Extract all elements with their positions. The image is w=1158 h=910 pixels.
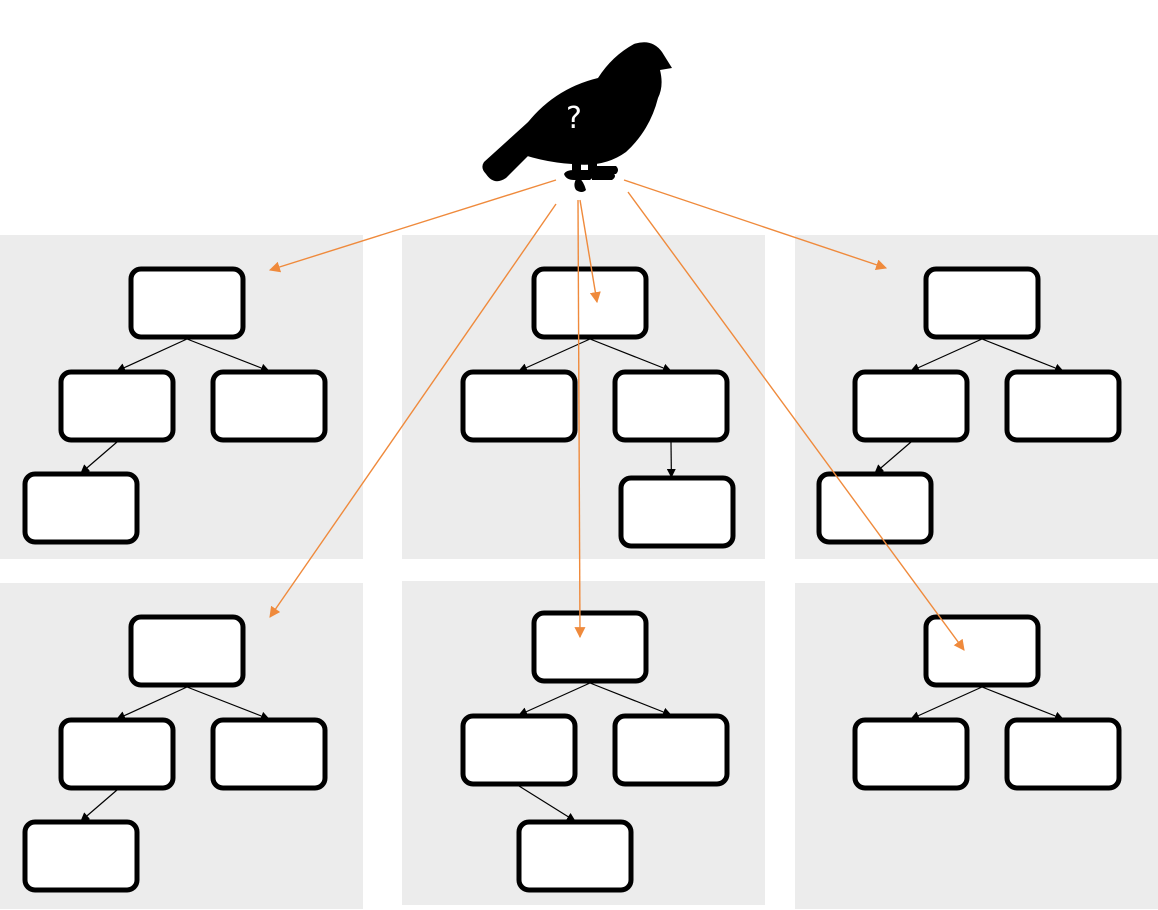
query-symbol: ? [566, 101, 582, 136]
tree-node [128, 266, 246, 340]
tree-edge [518, 682, 591, 716]
tree-panel [795, 235, 1158, 559]
tree-node [58, 717, 176, 791]
tree-node [852, 369, 970, 443]
tree-edge [981, 338, 1064, 373]
tree-edge [910, 686, 983, 720]
tree-panel [402, 581, 765, 905]
tree-node [612, 713, 730, 787]
tree-node [531, 610, 649, 684]
tree-panel [795, 583, 1158, 909]
tree-node [460, 369, 578, 443]
tree-node [923, 614, 1041, 688]
query-edge [574, 199, 586, 639]
tree-edge [874, 441, 912, 474]
tree-edge [589, 338, 672, 373]
tree-panel [402, 235, 765, 559]
tree-panels [0, 235, 1158, 909]
tree-node [923, 266, 1041, 340]
tree-node [531, 266, 649, 340]
tree-node [852, 717, 970, 791]
tree-node [612, 369, 730, 443]
tree-edge [910, 338, 983, 372]
tree-edge [116, 686, 188, 720]
tree-edge [981, 686, 1064, 721]
tree-node [516, 819, 634, 893]
tree-panel [0, 235, 363, 559]
tree-edge [116, 338, 188, 372]
tree-edge [518, 785, 576, 822]
tree-node [1004, 369, 1122, 443]
query-edge [623, 179, 888, 271]
tree-panel [0, 583, 363, 909]
tree-node [128, 614, 246, 688]
tree-edge [80, 789, 118, 822]
tree-node [816, 471, 934, 545]
tree-node [618, 475, 736, 549]
tree-node [58, 369, 176, 443]
bird-icon: ? [482, 42, 672, 192]
tree-edge [186, 338, 270, 373]
query-edge [269, 203, 557, 618]
query-edge [268, 179, 557, 273]
tree-edge [186, 686, 270, 721]
tree-node [460, 713, 578, 787]
query-edge [579, 199, 601, 304]
tree-node [210, 717, 328, 791]
query-edge [627, 191, 965, 651]
tree-edge [80, 441, 118, 474]
tree-node [22, 471, 140, 545]
query-edges [268, 179, 965, 651]
tree-node [1004, 717, 1122, 791]
tree-node [22, 819, 140, 893]
tree-edge [589, 682, 672, 717]
tree-node [210, 369, 328, 443]
